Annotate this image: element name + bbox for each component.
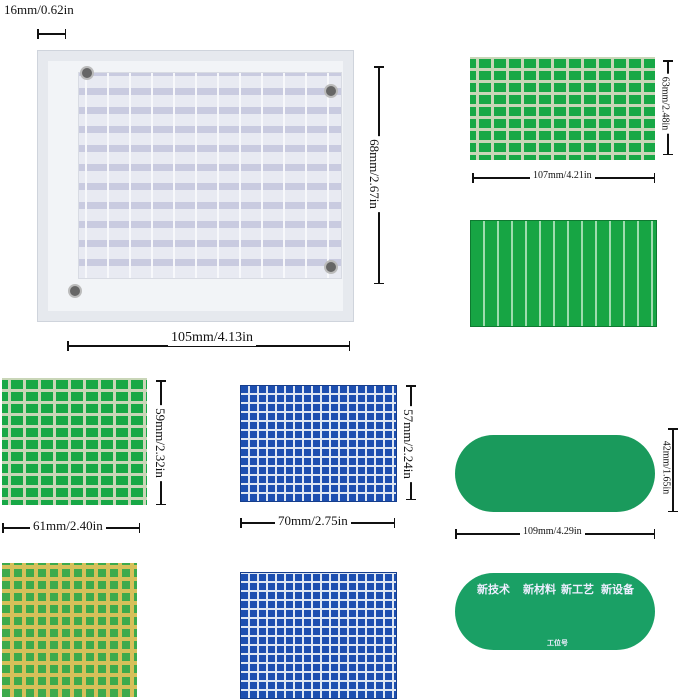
blue-height-label: 57mm/2.24in [399, 406, 416, 482]
led-pcb-front [470, 57, 655, 160]
box-width-label: 105mm/4.13in [168, 330, 257, 346]
pcb-height-label: 63mm/2.48in [659, 73, 671, 134]
oval-height-label: 42mm/1.65in [660, 437, 672, 498]
green-width-label: 61mm/2.40in [30, 518, 106, 534]
oval-qfp-board [455, 435, 655, 512]
blue-width-label: 70mm/2.75in [275, 513, 351, 529]
green-height-label: 59mm/2.32in [151, 405, 168, 481]
oval-board-back: 新技术 新材料 新工艺 新设备 工位号 [455, 573, 655, 650]
box-depth-label: 16mm/0.62in [4, 2, 74, 18]
led-matrix-panel [78, 72, 342, 279]
screw-icon [80, 66, 94, 80]
led-pcb-back [470, 220, 657, 327]
gold-pad-board-back [2, 563, 137, 697]
green-practice-board [2, 378, 147, 505]
pcb-width-label: 107mm/4.21in [530, 170, 595, 181]
box-height-label: 68mm/2.67in [365, 136, 382, 212]
oval-back-text: 新设备 [601, 583, 634, 596]
oval-height-arrow [669, 428, 677, 512]
oval-back-text: 新材料 [523, 583, 556, 596]
oval-station-label: 工位号 [547, 639, 568, 647]
screw-icon [68, 284, 82, 298]
screw-icon [324, 84, 338, 98]
oval-back-text: 新工艺 [561, 583, 594, 596]
blue-smd-practice-board [240, 385, 397, 502]
blue-identify-board [240, 572, 397, 699]
depth-arrow [37, 30, 66, 38]
oval-back-text: 新技术 [477, 583, 510, 596]
oval-width-label: 109mm/4.29in [520, 526, 585, 537]
screw-icon [324, 260, 338, 274]
